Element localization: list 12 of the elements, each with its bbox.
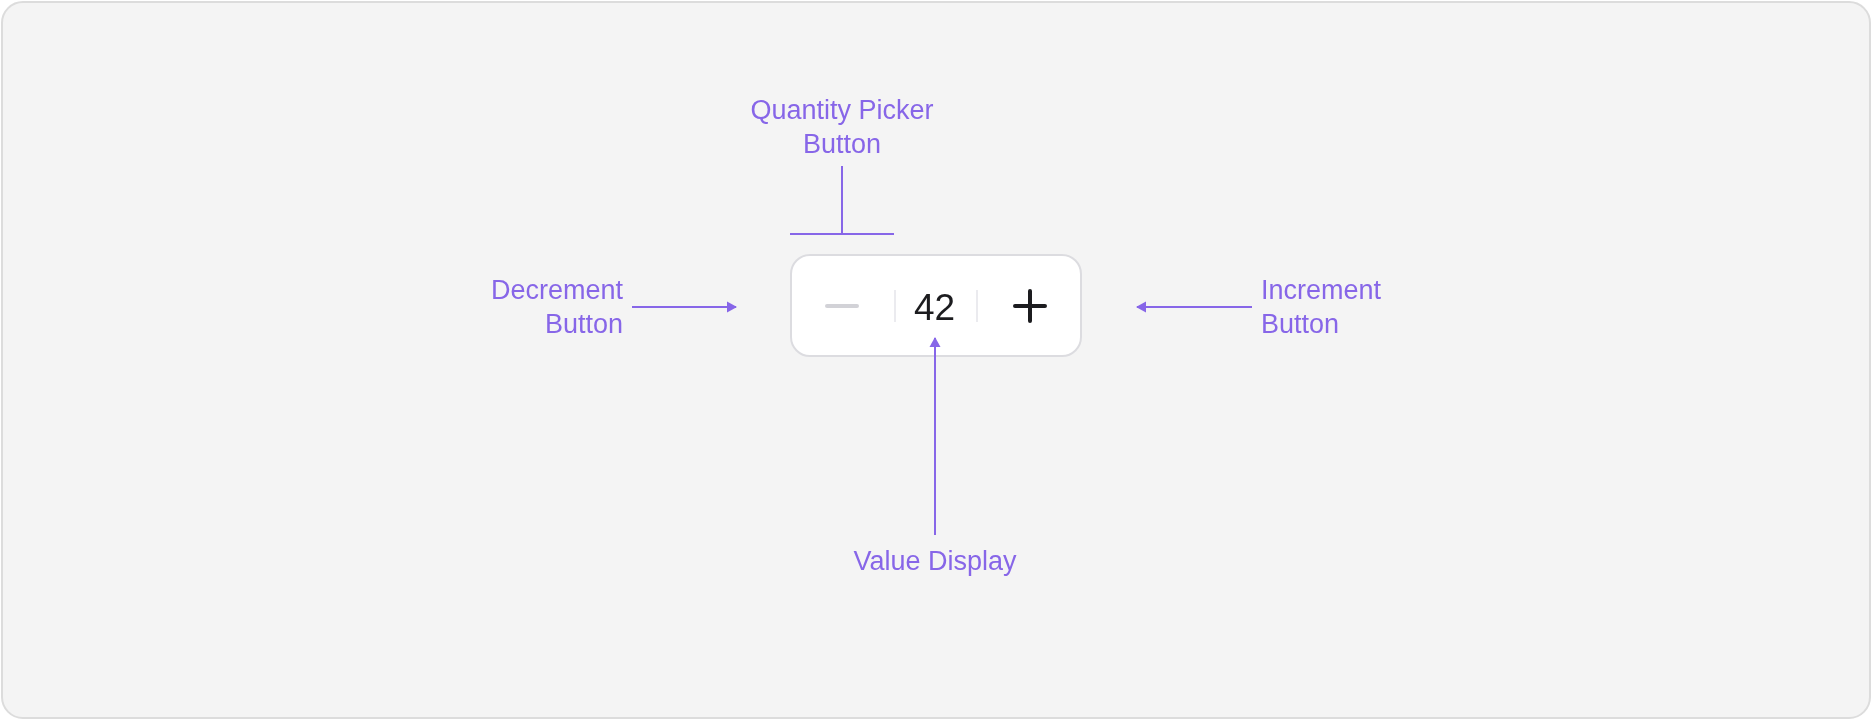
minus-icon xyxy=(825,304,859,308)
annotation-label: Increment Button xyxy=(1261,273,1391,341)
value-text: 42 xyxy=(914,289,956,326)
bracket-leader-line xyxy=(789,165,895,235)
annotation-label: Quantity Picker Button xyxy=(747,93,937,161)
annotation-label: Decrement Button xyxy=(483,273,623,341)
stepper-control xyxy=(790,254,1082,357)
plus-icon xyxy=(1013,289,1047,323)
leader-arrow xyxy=(1136,301,1253,313)
leader-arrow xyxy=(929,337,941,536)
leader-arrow xyxy=(631,301,737,313)
annotation-label: Value Display xyxy=(845,544,1025,578)
